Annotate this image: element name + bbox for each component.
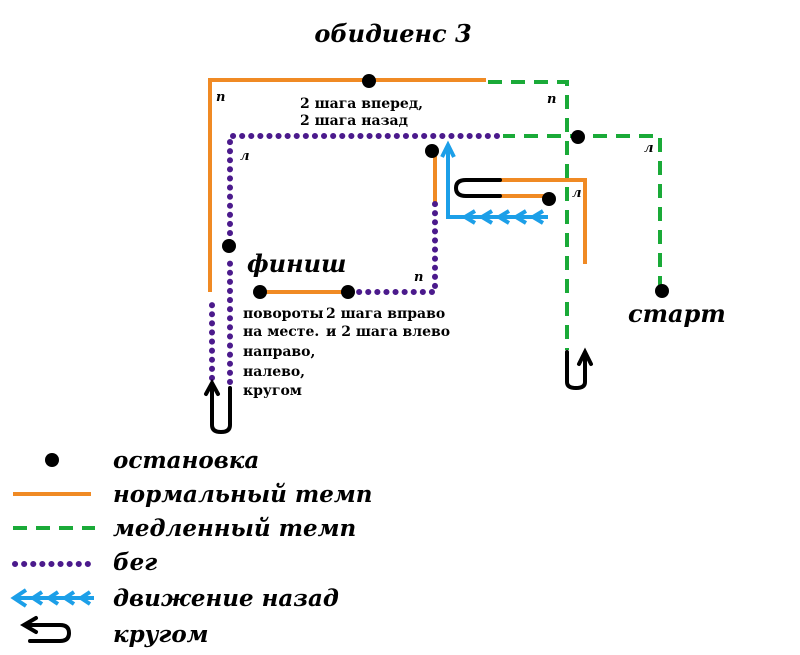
turns-note-line5: кругом [243, 383, 302, 399]
backward-chevron-1 [461, 209, 477, 225]
stop-dot-icon [341, 285, 355, 299]
slow-pace-segment-right [488, 80, 569, 350]
turn-left-mark: л [644, 141, 654, 156]
turns-note-line1: повороты [243, 306, 324, 322]
legend-label-u-turn: кругом [113, 621, 209, 648]
slow-pace-path [488, 80, 662, 350]
side-steps-note-line1: 2 шага вправо [326, 306, 445, 322]
legend-label-slow: медленный темп [113, 515, 356, 542]
diagram-title: обидиенс 3 [314, 19, 471, 48]
turns-note-line2: на месте. [243, 324, 319, 340]
legend-label-backward: движение назад [113, 585, 339, 612]
running-segment-top [227, 133, 500, 251]
steps-note-line2: 2 шага назад [300, 113, 408, 129]
u-turn-arrow-icon [20, 616, 72, 643]
start-label: старт [628, 299, 726, 328]
normal-pace-segment-top [208, 78, 486, 292]
turn-left-mark: л [572, 186, 582, 201]
backward-chevron-4 [512, 209, 528, 225]
backward-path [440, 140, 548, 225]
stop-dot-icon [45, 453, 59, 467]
stop-dot-icon [362, 74, 376, 88]
slow-pace-segment-start [503, 134, 662, 290]
u-turn-icon [565, 350, 587, 391]
turns-note-line4: налево, [243, 364, 305, 380]
legend-label-run: бег [113, 549, 157, 576]
turn-left-mark: л [240, 149, 250, 164]
backward-chevron-5 [529, 209, 545, 225]
blue-arrow-line-icon [10, 588, 94, 608]
stop-dot-icon [655, 284, 669, 298]
side-steps-note-line2: и 2 шага влево [326, 324, 450, 340]
normal-pace-path [208, 78, 587, 294]
u-turn-icon [453, 178, 502, 198]
u-turn-arrowhead [204, 378, 220, 396]
normal-pace-segment-right [496, 178, 587, 264]
turn-right-mark: п [547, 92, 556, 107]
u-turn-icon [210, 383, 232, 435]
stop-dot-icon [542, 192, 556, 206]
legend-label-normal: нормальный темп [113, 481, 372, 508]
stop-dot-icon [222, 239, 236, 253]
running-path [209, 133, 500, 385]
finish-label: финиш [247, 249, 346, 278]
backward-chevron-3 [495, 209, 511, 225]
u-turn-arrowhead [577, 347, 593, 366]
backward-arrowhead-up [440, 140, 456, 158]
legend-label-stop: остановка [113, 447, 259, 474]
turns-note-line3: направо, [243, 344, 315, 360]
backward-chevron-2 [478, 209, 494, 225]
legend: остановка нормальный темп медленный темп… [10, 447, 372, 648]
turn-right-mark: п [216, 90, 225, 105]
stops [222, 74, 669, 299]
running-segment-bottom [347, 199, 438, 295]
stop-dot-icon [571, 130, 585, 144]
turn-right-mark: п [414, 270, 423, 285]
stop-dot-icon [253, 285, 267, 299]
steps-note-line1: 2 шага вперед, [300, 96, 423, 112]
u-turn-marks [204, 178, 593, 435]
stop-dot-icon [425, 144, 439, 158]
